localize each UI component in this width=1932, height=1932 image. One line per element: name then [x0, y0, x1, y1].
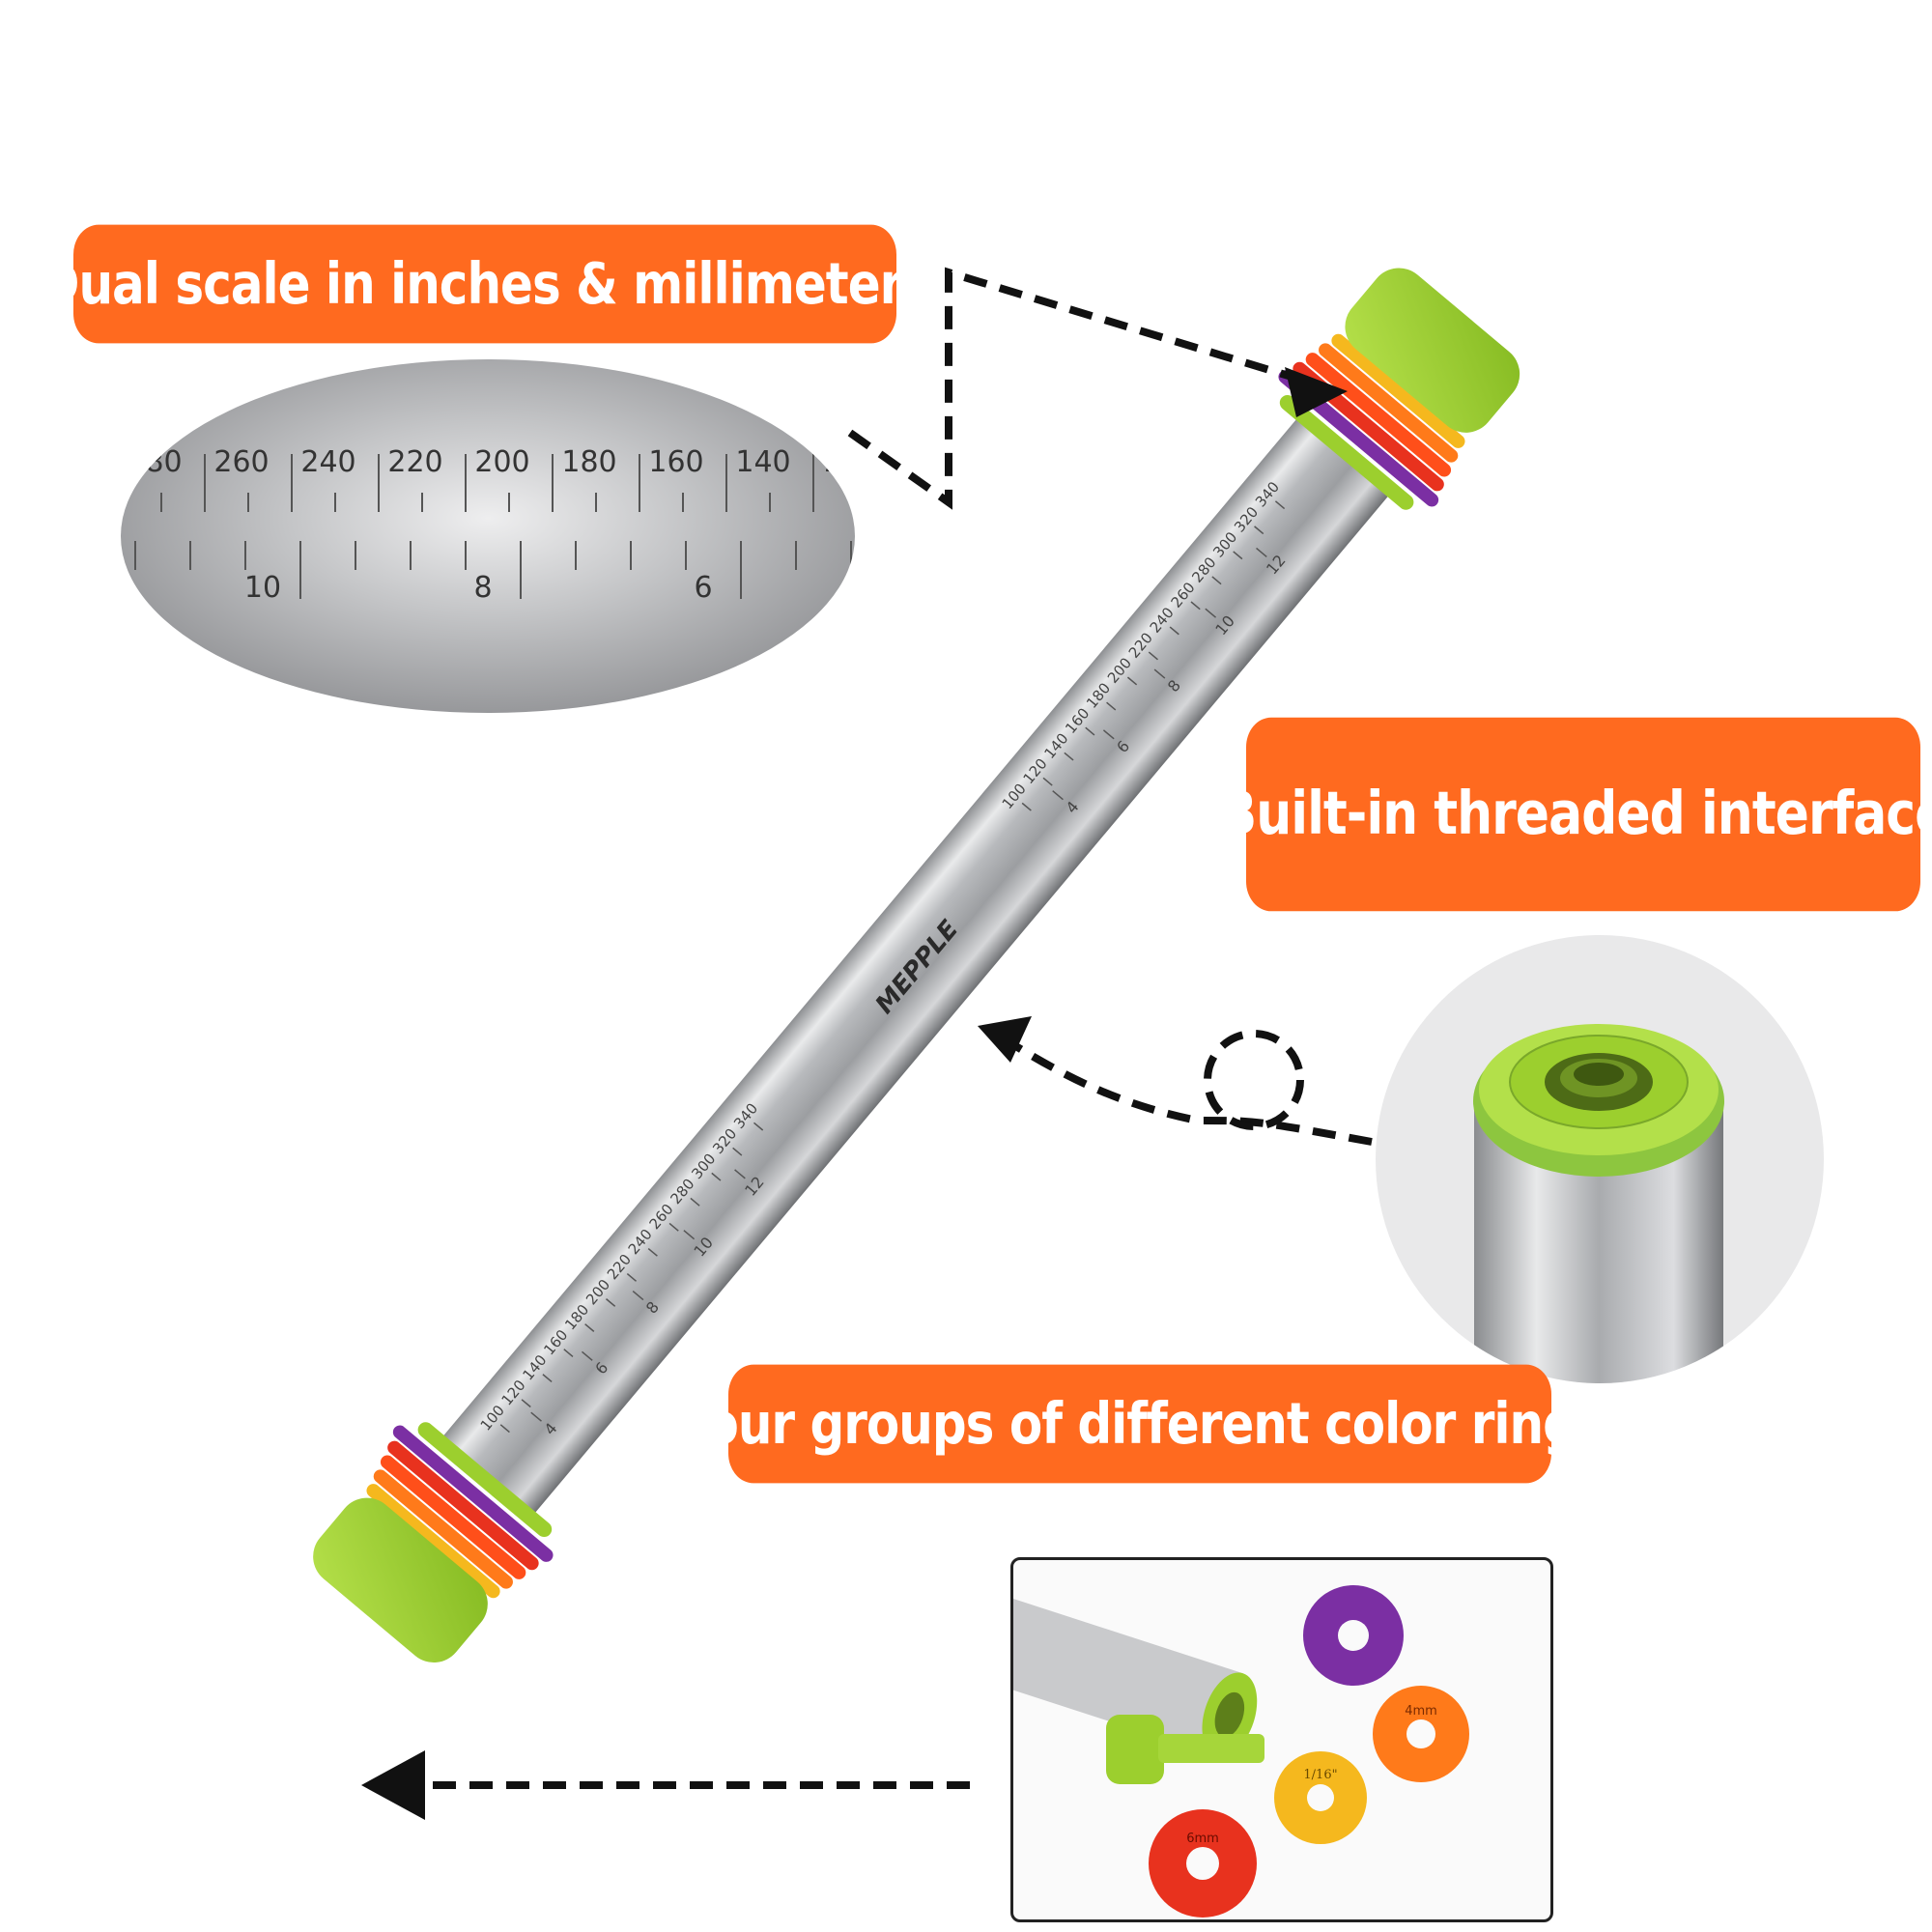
accessories-inset: 4mm 1/16" 6mm: [1010, 1557, 1553, 1922]
ring-label-yellow: 1/16": [1303, 1768, 1337, 1782]
mm-tick: [647, 1247, 658, 1257]
thread-arrow: [992, 1030, 1373, 1146]
mm-tick: [732, 1147, 743, 1156]
mag-inch-label: 10: [244, 571, 281, 605]
mm-tick: [1148, 651, 1158, 661]
mag-mm-label: 220: [387, 445, 442, 479]
ring-red: 6mm: [1149, 1809, 1257, 1918]
mm-tick: [1190, 601, 1201, 611]
mm-tick: [563, 1349, 574, 1357]
mm-tick: [1021, 802, 1032, 811]
right-end-cap: [1345, 268, 1520, 433]
inch-tick: [632, 1290, 644, 1301]
mm-tick: [1064, 752, 1074, 761]
mm-tick: [753, 1122, 764, 1131]
scale-arrow: [847, 267, 1325, 510]
mag-mm-label: 280: [127, 445, 182, 479]
left-end-cap: [313, 1497, 488, 1662]
mag-inch-label: 8: [473, 571, 492, 605]
mm-tick: [584, 1323, 595, 1332]
callout-color-rings: Four groups of different color rings: [675, 1364, 1605, 1484]
callout-dual-scale: Dual scale in inches & millimeters: [40, 224, 931, 344]
mm-tick: [1274, 500, 1286, 510]
mm-tick: [1169, 626, 1179, 636]
inset-screw: [1106, 1715, 1264, 1784]
mm-tick: [1254, 526, 1264, 535]
inch-tick: [1153, 668, 1166, 679]
dashed-loop: [1204, 1030, 1304, 1130]
mm-tick: [1211, 576, 1222, 585]
mm-tick: [499, 1424, 510, 1434]
mag-mm-label: 160: [648, 445, 703, 479]
arrows: [415, 267, 1373, 1789]
mag-inch-label: 6: [694, 571, 712, 605]
mm-tick: [626, 1272, 638, 1282]
mm-tick: [521, 1399, 531, 1408]
mag-mm-label: 180: [561, 445, 616, 479]
left-ring-stack: [313, 1422, 554, 1662]
mm-tick: [1126, 676, 1138, 686]
ring-label-orange: 4mm: [1405, 1704, 1437, 1719]
mm-tick: [668, 1222, 679, 1232]
thread-detail-circle: [1376, 935, 1824, 1383]
ring-label-red: 6mm: [1186, 1832, 1219, 1846]
steel-barrel: [440, 416, 1391, 1516]
inch-tick: [1052, 790, 1064, 801]
mm-tick: [690, 1197, 700, 1207]
mag-mm-label: 200: [474, 445, 529, 479]
ring-yellow: 1/16": [1274, 1751, 1367, 1844]
mm-tick: [1085, 726, 1095, 736]
mm-tick: [711, 1172, 722, 1181]
thread-arrowhead: [978, 1016, 1032, 1063]
scale-arrowhead: [1285, 367, 1348, 417]
inch-tick: [581, 1350, 593, 1361]
rings-arrowhead: [361, 1750, 425, 1820]
inch-tick: [683, 1230, 696, 1240]
mm-tick: [542, 1374, 553, 1383]
mm-tick: [1233, 551, 1243, 560]
mm-tick: [1106, 701, 1117, 711]
mm-tick: [1042, 777, 1053, 786]
mm-tick: [606, 1298, 616, 1307]
callout-threaded-interface: Built-in threaded interface: [1219, 717, 1932, 912]
mag-mm-label: 120: [822, 445, 877, 479]
scale-magnifier: 280 260 240 220 200 180 160 140 120 10 8 6: [121, 359, 877, 713]
mag-mm-label: 260: [213, 445, 269, 479]
inch-tick: [530, 1411, 542, 1422]
inch-tick: [1205, 608, 1217, 618]
mag-mm-label: 140: [735, 445, 790, 479]
mag-mm-label: 240: [300, 445, 355, 479]
ring-orange: 4mm: [1373, 1686, 1469, 1782]
ring-purple: [1303, 1585, 1404, 1686]
inch-tick: [1102, 729, 1115, 740]
inch-tick: [1256, 547, 1267, 557]
inch-tick: [734, 1169, 746, 1179]
